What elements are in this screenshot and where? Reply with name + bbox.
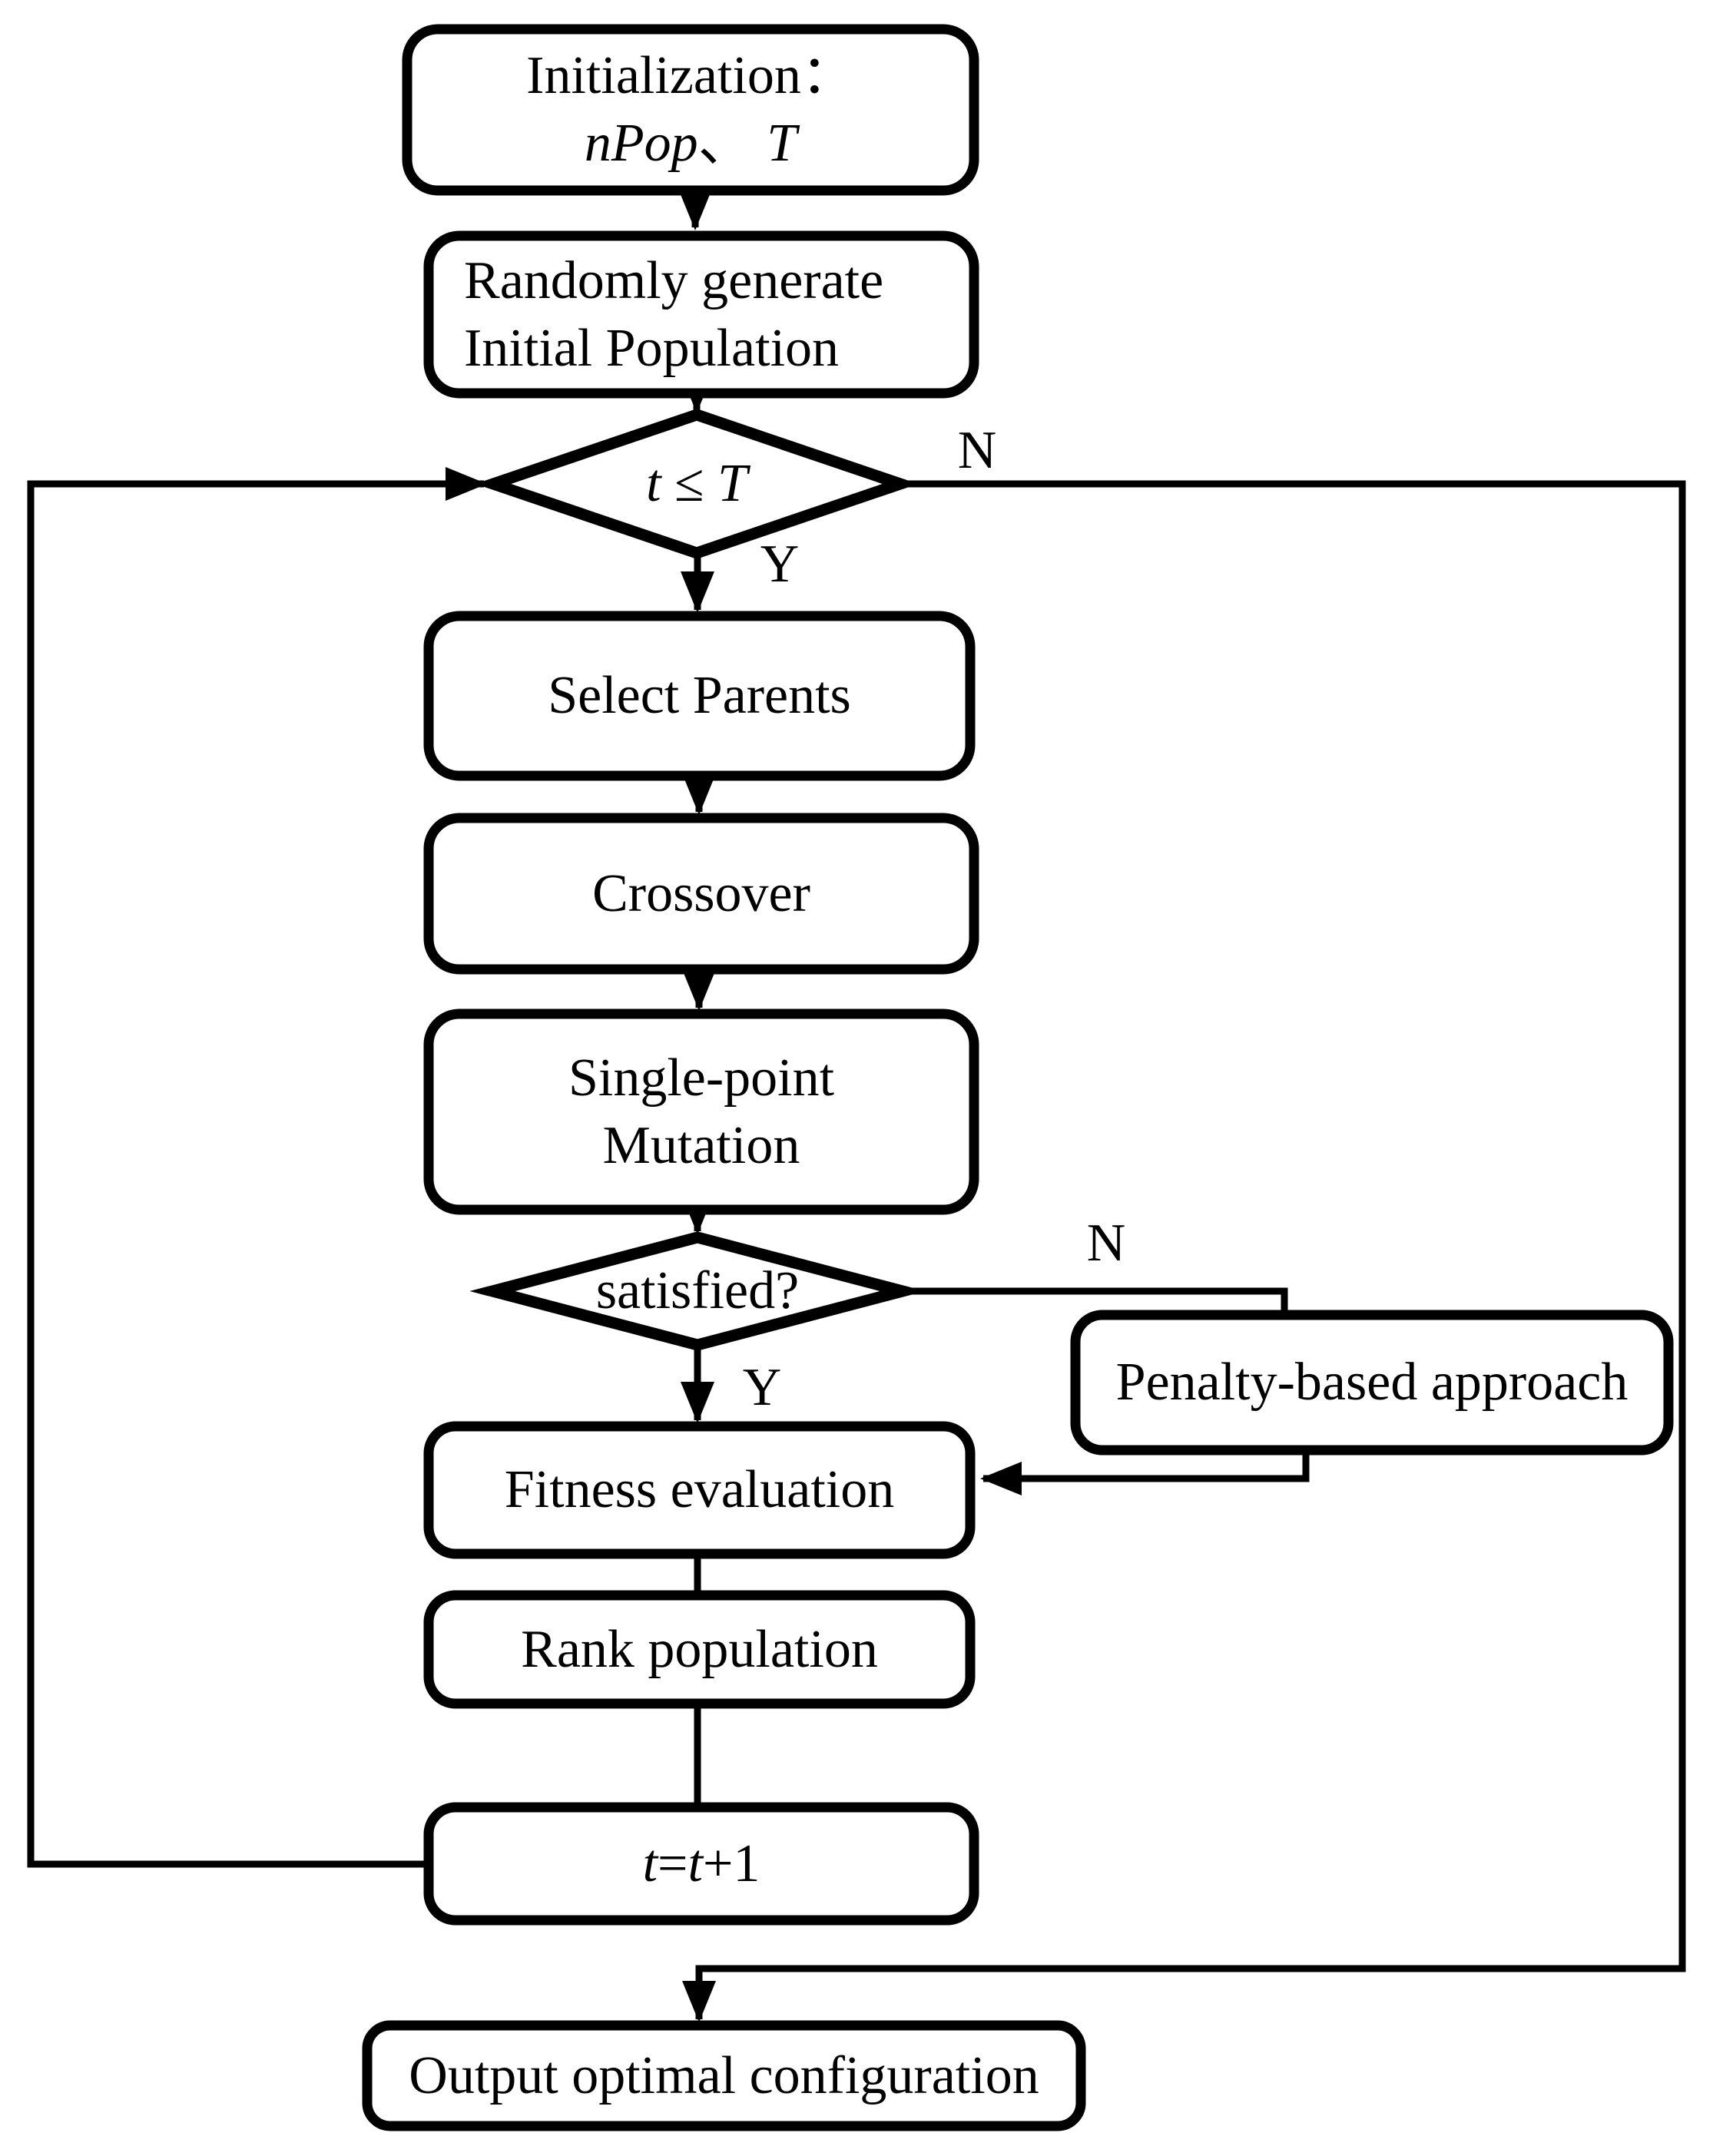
node-cond-t: t ≤ T — [493, 415, 900, 553]
tplus-box-shape — [423, 1802, 979, 1926]
mutation-line2: Mutation — [602, 1115, 800, 1175]
tplus-plus-text: +1 — [702, 1833, 760, 1893]
mutation-box-shape — [423, 1008, 979, 1215]
path-tplus-loop-to-cond-t — [27, 467, 487, 1868]
random-box-shape — [423, 230, 979, 399]
node-single-point-mutation: Single-point Mutation — [429, 1014, 974, 1210]
random-line1: Randomly generate — [464, 250, 884, 310]
crossover-label: Crossover — [592, 863, 810, 923]
cond-satisfied-label: satisfied? — [595, 1261, 800, 1320]
fitness-label: Fitness evaluation — [504, 1460, 895, 1519]
init-box-shape — [402, 24, 979, 196]
node-crossover: Crossover — [429, 818, 974, 969]
node-initialization: Initialization： nPop、 T — [407, 29, 974, 190]
init-line2: nPop、 T — [585, 110, 797, 177]
node-rank-population: Rank population — [429, 1595, 970, 1704]
cond-t-yes-label: Y — [760, 535, 800, 594]
cond-t-line: t ≤ T — [646, 450, 747, 518]
rank-box-shape — [423, 1590, 976, 1709]
cond-t-no-label: N — [957, 421, 997, 480]
penalty-label: Penalty-based approach — [1115, 1353, 1629, 1412]
cond-satisfied-yes-label: Y — [742, 1358, 782, 1417]
path-penalty-to-fitness — [980, 1450, 1310, 1495]
node-t-increment: t=t+1 — [429, 1807, 974, 1920]
path-cond-satisfied-no-to-penalty — [903, 1287, 1288, 1315]
output-box-shape — [362, 2020, 1086, 2131]
tplus-eq-text: = — [658, 1833, 688, 1893]
cond-t-var-text: t — [646, 454, 661, 513]
cond-satisfied-diamond-shape — [469, 1231, 926, 1351]
select-label: Select Parents — [548, 666, 851, 725]
init-npop-text: nPop — [584, 114, 698, 173]
node-select-parents: Select Parents — [429, 616, 970, 776]
cond-t-limit-text: T — [717, 454, 747, 513]
fitness-box-shape — [423, 1421, 976, 1559]
init-line1: Initialization： — [526, 42, 855, 110]
node-fitness-evaluation: Fitness evaluation — [429, 1426, 970, 1554]
select-box-shape — [423, 611, 976, 781]
random-line2: Initial Population — [464, 318, 840, 378]
penalty-box-shape — [1070, 1310, 1674, 1456]
node-random-generate: Randomly generate Initial Population — [429, 236, 974, 393]
output-label: Output optimal configuration — [409, 2045, 1039, 2105]
init-T-text: T — [767, 114, 797, 173]
node-penalty-approach: Penalty-based approach — [1075, 1315, 1668, 1450]
tplus-t1-text: t — [642, 1833, 658, 1893]
rank-label: Rank population — [521, 1619, 878, 1679]
init-comma-text: 、 — [697, 114, 752, 173]
path-cond-t-no-to-output — [682, 480, 1686, 2022]
cond-t-diamond-shape — [475, 409, 919, 559]
node-output-configuration: Output optimal configuration — [367, 2025, 1081, 2126]
init-title-text: Initialization： — [526, 46, 855, 105]
tplus-line: t=t+1 — [643, 1830, 760, 1898]
mutation-line1: Single-point — [568, 1048, 835, 1108]
crossover-box-shape — [423, 813, 979, 975]
tplus-t2-text: t — [688, 1833, 703, 1893]
cond-t-op-text: ≤ — [661, 454, 717, 513]
node-cond-satisfied: satisfied? — [492, 1237, 903, 1345]
cond-satisfied-no-label: N — [1086, 1214, 1126, 1273]
